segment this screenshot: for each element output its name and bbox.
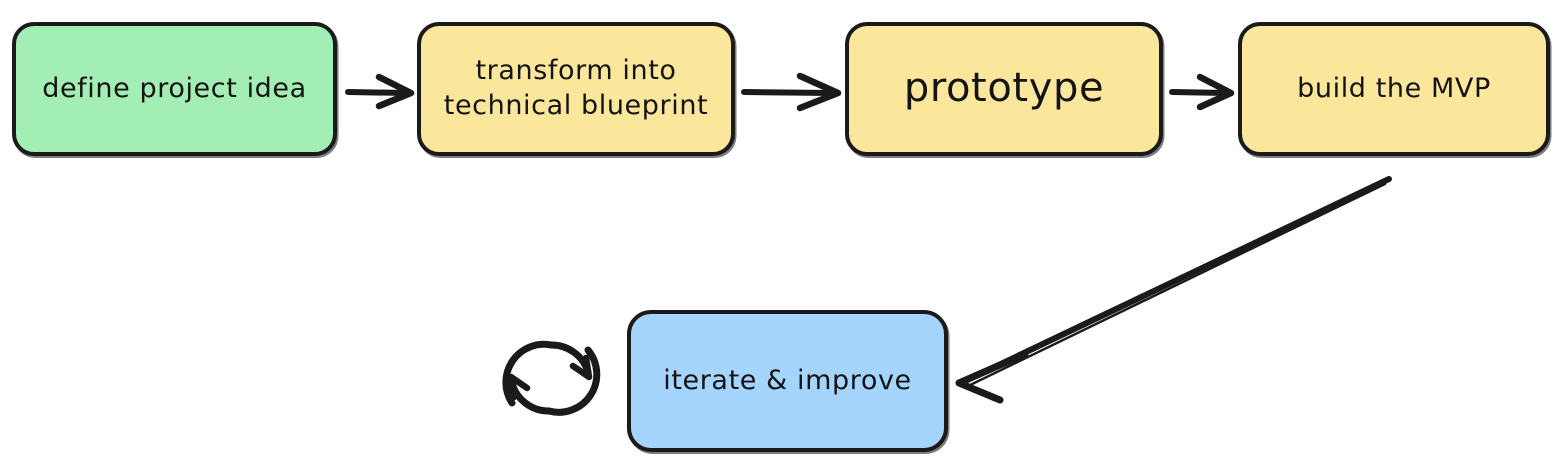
edge-blueprint-to-prototype [741, 72, 842, 112]
node-iterate-and-improve[interactable]: iterate & improve [627, 310, 948, 452]
edge-mvp-to-iterate [955, 176, 1392, 404]
refresh-loop-icon [502, 340, 601, 416]
node-prototype[interactable]: prototype [845, 22, 1163, 156]
node-label: transform into technical blueprint [443, 55, 709, 121]
node-define-project-idea[interactable]: define project idea [12, 22, 337, 156]
node-build-the-mvp[interactable]: build the MVP [1238, 22, 1550, 156]
edge-define-to-blueprint [345, 73, 415, 110]
node-label: build the MVP [1297, 72, 1491, 104]
node-label: prototype [903, 65, 1105, 112]
edge-prototype-to-mvp [1169, 73, 1235, 111]
node-label: iterate & improve [663, 364, 912, 396]
node-label: define project idea [42, 72, 307, 104]
node-transform-into-technical-blueprint[interactable]: transform into technical blueprint [417, 22, 735, 156]
